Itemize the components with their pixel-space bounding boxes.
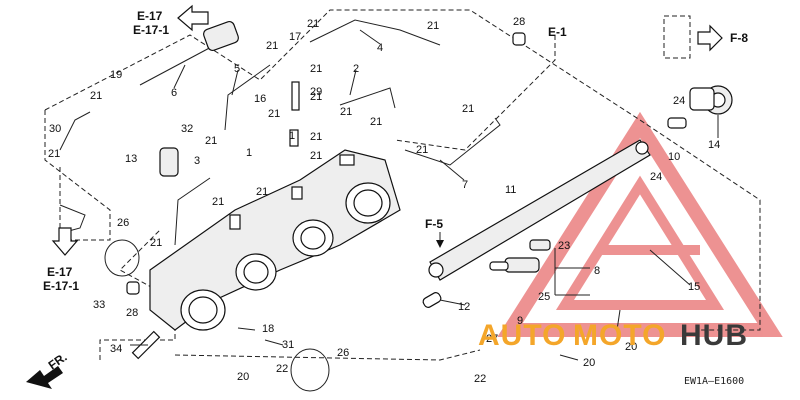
arrow-e17-top [177, 4, 209, 32]
label-24: 24 [650, 171, 662, 183]
label-14: 14 [708, 139, 720, 151]
leader-lines [130, 29, 719, 361]
label-22: 22 [474, 373, 486, 385]
label-30: 30 [49, 123, 61, 135]
label-21: 21 [340, 106, 352, 118]
injectors [489, 239, 551, 273]
label-29: 29 [310, 86, 322, 98]
label-31: 31 [282, 339, 294, 351]
arrow-f5 [436, 240, 444, 248]
ref-e171-top: E-17-1 [133, 23, 169, 37]
label-4: 4 [377, 42, 383, 54]
hoses [59, 19, 501, 360]
label-20: 20 [625, 341, 637, 353]
label-18: 18 [262, 323, 274, 335]
label-21: 21 [150, 237, 162, 249]
watermark-moto: MOTO [573, 319, 666, 352]
intake-manifold [149, 149, 401, 331]
label-21: 21 [462, 103, 474, 115]
ref-fr: FR. [46, 350, 70, 373]
ref-f8: F-8 [730, 31, 748, 45]
label-13: 13 [125, 153, 137, 165]
ref-f5: F-5 [425, 217, 443, 231]
label-11: 11 [505, 184, 516, 196]
ref-e17-top: E-17 [137, 9, 163, 23]
label-34: 34 [110, 343, 122, 355]
label-21: 21 [307, 18, 319, 30]
label-6: 6 [171, 87, 177, 99]
label-7: 7 [462, 179, 468, 191]
label-1: 1 [246, 147, 252, 159]
label-20: 20 [583, 357, 595, 369]
label-15: 15 [688, 281, 700, 293]
label-9: 9 [517, 315, 523, 327]
label-26: 26 [117, 217, 129, 229]
ref-labels: E-17 E-17-1 E-17 E-17-1 E-1 F-8 F-5 FR. [43, 9, 748, 372]
label-32: 32 [181, 123, 193, 135]
diagram-code: EW1A—E1600 [684, 376, 744, 387]
label-21: 21 [212, 196, 224, 208]
label-28: 28 [126, 307, 138, 319]
arrows [26, 4, 723, 389]
label-21: 21 [310, 131, 322, 143]
ref-e17-left: E-17 [47, 265, 73, 279]
ref-e1: E-1 [548, 25, 567, 39]
gaskets [104, 32, 526, 392]
label-20: 20 [237, 371, 249, 383]
label-21: 21 [256, 186, 268, 198]
label-21: 21 [310, 63, 322, 75]
label-24: 24 [673, 95, 685, 107]
label-21: 21 [416, 144, 428, 156]
label-8: 8 [594, 265, 600, 277]
label-21: 21 [48, 148, 60, 160]
watermark-hub: HUB [680, 319, 748, 352]
label-12: 12 [458, 301, 470, 313]
label-27: 27 [486, 333, 498, 345]
label-21: 21 [90, 90, 102, 102]
lower-outline [174, 349, 481, 361]
label-28: 28 [513, 16, 525, 28]
label-21: 21 [310, 91, 322, 103]
label-10: 10 [668, 151, 680, 163]
ref-e171-left: E-17-1 [43, 279, 79, 293]
e1-leader-outline [394, 35, 556, 151]
label-21: 21 [205, 135, 217, 147]
label-16: 16 [254, 93, 266, 105]
label-21: 21 [370, 116, 382, 128]
label-33: 33 [93, 299, 105, 311]
watermark-text: AUTO MOTO HUB [478, 319, 748, 352]
label-23: 23 [558, 240, 570, 252]
label-22: 22 [276, 363, 288, 375]
label-21: 21 [268, 108, 280, 120]
f8-dash-box [663, 15, 691, 59]
label-5: 5 [234, 63, 240, 75]
label-26: 26 [337, 347, 349, 359]
label-3: 3 [194, 155, 200, 167]
arrow-fr [26, 366, 63, 389]
label-21: 21 [310, 150, 322, 162]
part-labels: 1 1 2 3 4 5 6 7 8 9 10 11 12 13 14 15 16… [48, 16, 720, 385]
arrow-f8 [697, 24, 723, 52]
label-19: 19 [110, 69, 122, 81]
label-2: 2 [353, 63, 359, 75]
arrow-e17-left [51, 227, 79, 256]
label-1: 1 [289, 130, 295, 142]
label-25: 25 [538, 291, 550, 303]
label-21: 21 [427, 20, 439, 32]
pressure-regulator [667, 85, 733, 129]
fuel-rail [428, 139, 651, 281]
label-17: 17 [289, 31, 301, 43]
label-21: 21 [266, 40, 278, 52]
watermark-auto: AUTO [478, 319, 566, 352]
